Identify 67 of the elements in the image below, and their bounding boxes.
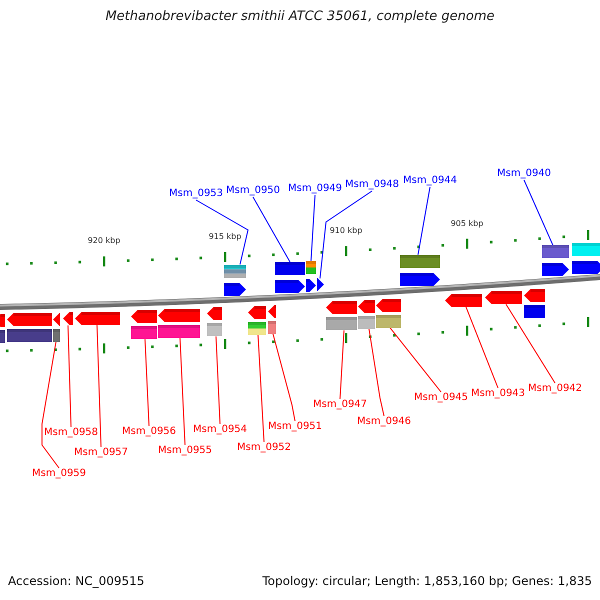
gene-feature <box>358 300 375 329</box>
leader-line <box>42 341 60 468</box>
scale-label: 915 kbp <box>208 232 242 242</box>
gene-label: Msm_0952 <box>237 442 292 454</box>
leader-line <box>418 186 431 256</box>
gene-label: Msm_0948 <box>345 179 400 191</box>
leader-line <box>310 194 316 262</box>
leader-line <box>180 337 186 446</box>
gene-label: Msm_0955 <box>158 445 212 457</box>
gene-feature <box>275 262 305 293</box>
gene-feature <box>524 289 545 318</box>
gene-label: Msm_0954 <box>193 424 248 436</box>
gene-label: Msm_0958 <box>44 427 98 439</box>
leader-line <box>196 200 249 266</box>
leader-line <box>524 180 554 246</box>
gene-feature <box>542 245 569 276</box>
leader-line <box>258 334 265 442</box>
leader-line <box>390 327 442 392</box>
gene-feature <box>131 310 157 340</box>
gene-label: Msm_0949 <box>288 183 342 195</box>
leader-line <box>252 196 290 262</box>
gene-label: Msm_0942 <box>528 383 582 395</box>
gene-feature <box>63 312 73 326</box>
gene-feature <box>306 260 316 292</box>
gene-feature <box>572 242 600 274</box>
scale-label: 910 kbp <box>330 226 362 236</box>
leader-line <box>506 304 556 384</box>
gene-label: Msm_0944 <box>403 175 458 187</box>
gene-feature <box>207 307 222 336</box>
leader-line <box>144 338 150 426</box>
genome-summary-text: Topology: circular; Length: 1,853,160 bp; Genes: 1,835 <box>262 574 592 588</box>
gene-label: Msm_0950 <box>226 185 280 197</box>
gene-feature <box>7 313 52 342</box>
gene-feature <box>326 301 357 330</box>
gene-label: Msm_0945 <box>414 392 468 404</box>
leader-line <box>320 190 373 279</box>
gene-label: Msm_0951 <box>268 421 322 433</box>
leader-line <box>216 336 221 424</box>
gene-feature <box>400 254 440 286</box>
gene-label: Msm_0959 <box>32 468 86 480</box>
gene-label: Msm_0947 <box>313 399 368 411</box>
gene-feature <box>75 312 120 325</box>
gene-feature <box>248 306 266 335</box>
gene-feature <box>268 304 276 334</box>
gene-feature <box>317 278 324 292</box>
leader-line <box>340 330 344 400</box>
gene-feature <box>158 308 200 338</box>
gene-feature <box>485 291 522 304</box>
gene-feature <box>224 264 246 296</box>
gene-label: Msm_0957 <box>74 447 128 459</box>
gene-label: Msm_0943 <box>471 388 526 400</box>
gene-feature <box>376 298 401 328</box>
scale-label: 920 kbp <box>88 236 120 246</box>
gene-feature <box>445 294 482 307</box>
leader-line <box>272 333 296 422</box>
diagram-title: Methanobrevibacter smithii ATCC 35061, complete genome <box>104 9 496 24</box>
gene-label: Msm_0940 <box>497 168 552 180</box>
accession-text: Accession: NC_009515 <box>8 574 144 588</box>
leader-line <box>368 328 385 416</box>
leader-line <box>466 306 499 388</box>
gene-feature <box>53 312 60 342</box>
scale-label: 905 kbp <box>450 218 484 228</box>
gene-label: Msm_0953 <box>169 188 224 200</box>
leader-line <box>68 324 72 428</box>
gene-label: Msm_0946 <box>357 416 412 428</box>
leader-line <box>96 324 102 448</box>
gene-label: Msm_0956 <box>122 426 176 438</box>
